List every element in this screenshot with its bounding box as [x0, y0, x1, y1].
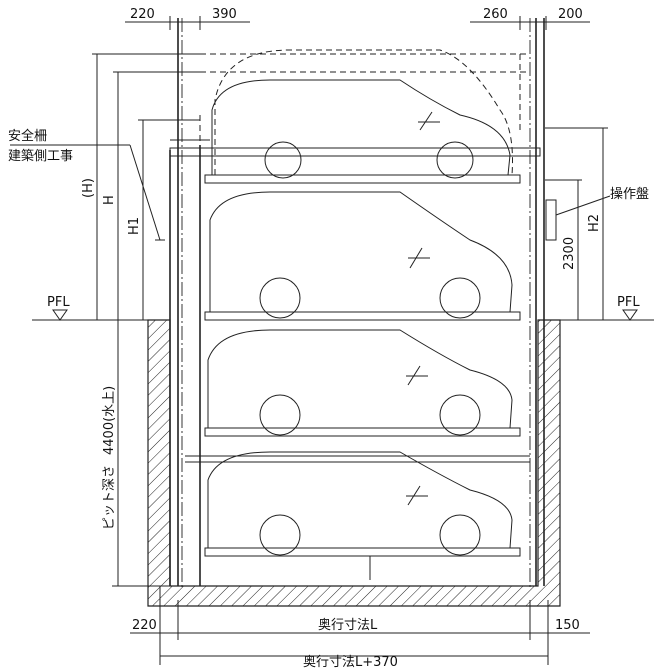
- columns: [169, 18, 545, 590]
- bottom-dimensions: [130, 586, 590, 665]
- dim-top-left-b: 390: [212, 7, 237, 22]
- safety-fence-leader: [10, 144, 165, 241]
- right-height-dims: [545, 127, 608, 320]
- pallets: [185, 174, 530, 580]
- top-dimensions: [125, 16, 590, 30]
- dim-bottom-right: 150: [555, 618, 580, 633]
- car-level-3: [207, 329, 513, 436]
- top-structure: [169, 53, 541, 157]
- pfl-markers: [52, 309, 638, 321]
- dim-depth-l-plus: 奥行寸法L+370: [303, 655, 398, 670]
- dim-top-right-a: 260: [483, 7, 508, 22]
- dim-top-left-a: 220: [130, 7, 155, 22]
- label-pit-value: 4400(水上): [102, 386, 117, 455]
- dim-depth-l: 奥行寸法L: [318, 618, 378, 633]
- dim-bottom-left: 220: [132, 618, 157, 633]
- label-building-work: 建築側工事: [8, 149, 73, 164]
- label-control-panel: 操作盤: [610, 186, 649, 202]
- car-level-2: [209, 191, 513, 319]
- label-pfl-right: PFL: [617, 295, 640, 310]
- dim-top-right-b: 200: [558, 7, 583, 22]
- control-panel-icon: [545, 195, 611, 241]
- label-pit-depth: ピット深さ: [102, 465, 117, 530]
- car-level-4: [207, 451, 513, 556]
- car-level-1: [211, 49, 513, 179]
- label-pfl-left: PFL: [47, 295, 70, 310]
- label-safety-fence: 安全柵: [8, 128, 47, 144]
- label-h2: H2: [587, 214, 602, 232]
- label-h-paren: (H): [81, 178, 96, 198]
- label-2300: 2300: [562, 237, 577, 270]
- label-h: H: [102, 195, 117, 205]
- label-h1: H1: [127, 217, 142, 235]
- pit-walls: [147, 319, 561, 607]
